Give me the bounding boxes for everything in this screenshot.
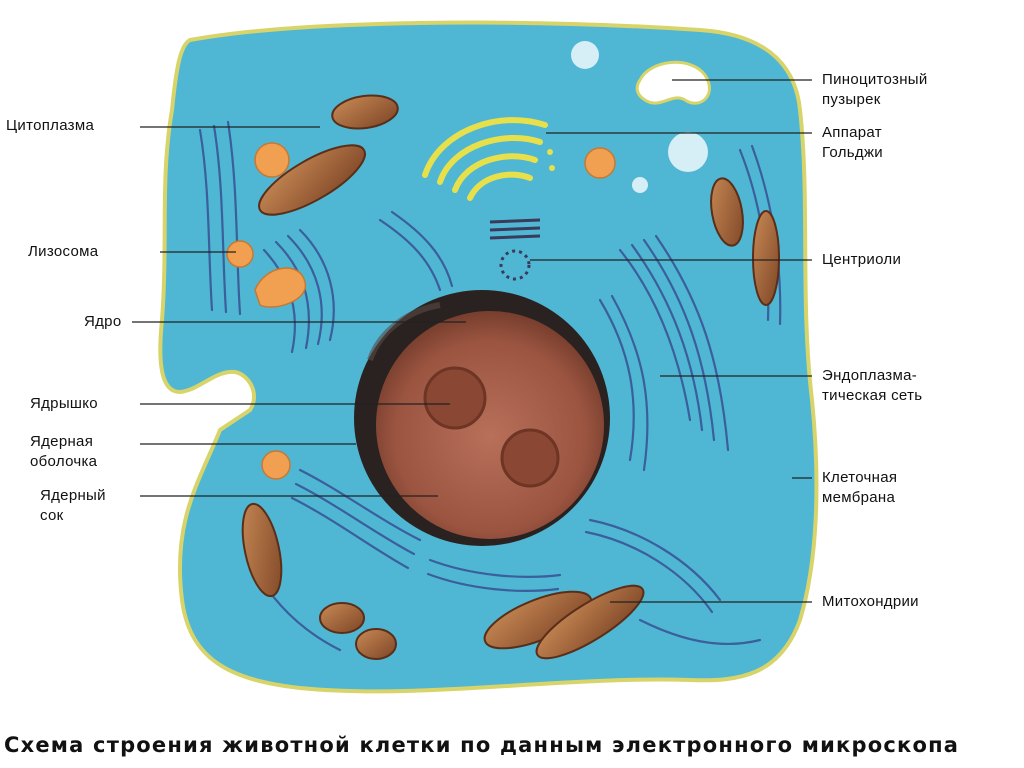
golgi-apparatus <box>422 117 555 201</box>
label-pinocytic-vesicle: Пиноцитозный пузырек <box>822 71 928 108</box>
label-centrioles: Центриоли <box>822 251 902 268</box>
pinocytic-invagination <box>635 60 711 105</box>
vesicle <box>632 177 648 193</box>
nuclear-sap <box>376 311 604 539</box>
label-mitochondria: Митохондрии <box>822 593 919 610</box>
label-golgi: Аппарат Гольджи <box>822 124 883 161</box>
label-nucleolus: Ядрышко <box>30 395 98 412</box>
label-nuclear-envelope: Ядерная оболочка <box>30 433 98 470</box>
label-cytoplasm: Цитоплазма <box>6 117 95 134</box>
label-cell-membrane: Клеточная мембрана <box>822 469 898 506</box>
label-nucleus: Ядро <box>84 313 122 330</box>
leader-lines <box>132 79 812 603</box>
vesicle <box>571 41 599 69</box>
label-er: Эндоплазма- тическая сеть <box>822 367 923 404</box>
nucleolus <box>500 428 560 488</box>
nucleolus <box>423 366 487 430</box>
diagram-caption: Схема строения животной клетки по данным… <box>4 733 960 757</box>
label-lysosome: Лизосома <box>28 243 99 260</box>
lysosomes <box>226 142 616 480</box>
vesicle <box>668 132 708 172</box>
label-nuclear-sap: Ядерный сок <box>40 487 106 524</box>
centrioles <box>489 218 541 281</box>
mitochondria <box>241 94 780 660</box>
nucleus <box>354 290 610 546</box>
